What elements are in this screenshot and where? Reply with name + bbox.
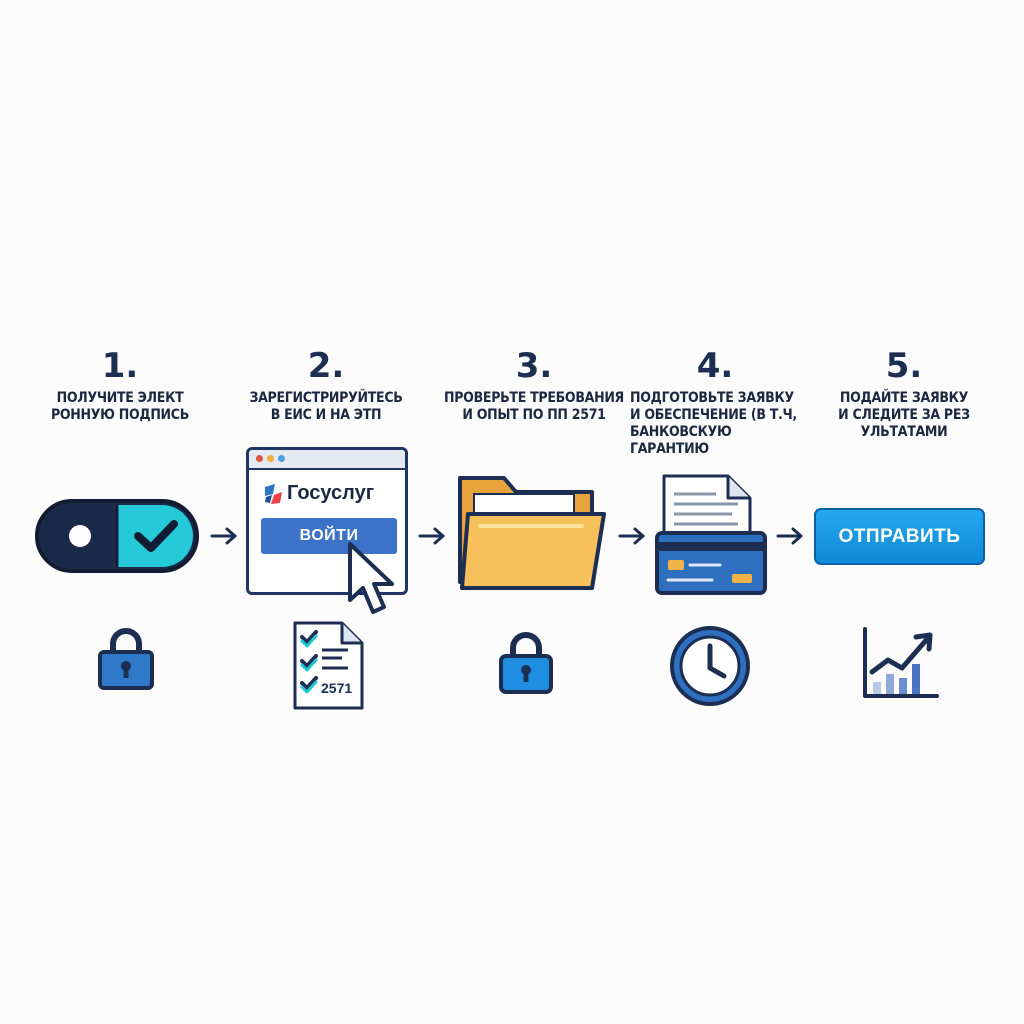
brand-name: Госуслуг [287,482,375,504]
step-title-line: Подайте заявку [839,390,969,406]
step-title-line: Получите элект [56,390,184,406]
submit-button[interactable]: ОТПРАВИТЬ [814,508,985,565]
step-title-line: банковскую [630,424,732,440]
checklist-number: 2571 [321,680,352,696]
step-title-line: Подготовьте заявку [630,390,794,406]
step-title-line: и следите за рез [838,407,970,423]
step-title-line: и обеспечение (в т.ч, [630,407,797,423]
browser-window-icon: Госуслуг ВОЙТИ [246,447,408,595]
browser-titlebar [249,450,405,470]
toggle-check-icon [35,499,199,573]
growth-chart-icon [863,627,939,698]
step-4: 4. Подготовьте заявку и обеспечение (в т… [620,0,810,1024]
arrow-right-icon [776,527,803,545]
window-dot-icon [267,455,274,462]
step-title-line: ронную подпись [50,407,190,423]
arrow-right-icon [418,527,445,545]
step-1: 1. Получите элект ронную подпись [20,0,220,1024]
gosuslugi-logo-icon [265,484,282,504]
step-number: 5. [885,346,923,386]
step-title-line: в ЕИС и на ЭТП [270,407,382,423]
step-2: 2. Зарегистрируйтесь в ЕИС и на ЭТП [226,0,426,1024]
step-title-line: Проверьте требования [444,390,624,406]
step-title: Подайте заявку и следите за рез ультатам… [806,390,1002,441]
step-title: Подготовьте заявку и обеспечение (в т.ч,… [630,390,810,458]
lock-icon [98,628,154,690]
bank-card-icon [655,531,767,595]
window-dot-icon [256,455,263,462]
step-number: 1. [101,346,139,386]
step-number: 2. [307,346,345,386]
step-5: 5. Подайте заявку и следите за рез ульта… [806,0,1002,1024]
step-title-line: и опыт по ПП 2571 [462,407,606,423]
step-title: Зарегистрируйтесь в ЕИС и на ЭТП [226,390,426,424]
step-title-line: гарантию [630,441,709,457]
lock-icon [499,632,553,694]
step-title: Получите элект ронную подпись [20,390,220,424]
arrow-right-icon [210,527,237,545]
checklist-document-icon: 2571 [293,621,364,710]
step-3: 3. Проверьте требования и опыт по ПП 257… [434,0,634,1024]
step-title-line: ультатами [860,424,948,440]
arrow-right-icon [618,527,645,545]
window-dot-icon [278,455,285,462]
cursor-icon [348,542,394,614]
step-number: 3. [515,346,553,386]
step-title: Проверьте требования и опыт по ПП 2571 [434,390,634,424]
login-button[interactable]: ВОЙТИ [261,518,397,554]
step-title-line: Зарегистрируйтесь [249,390,403,406]
clock-icon [670,626,750,706]
document-icon [662,474,752,544]
folder-icon [458,476,606,590]
step-number: 4. [696,346,734,386]
